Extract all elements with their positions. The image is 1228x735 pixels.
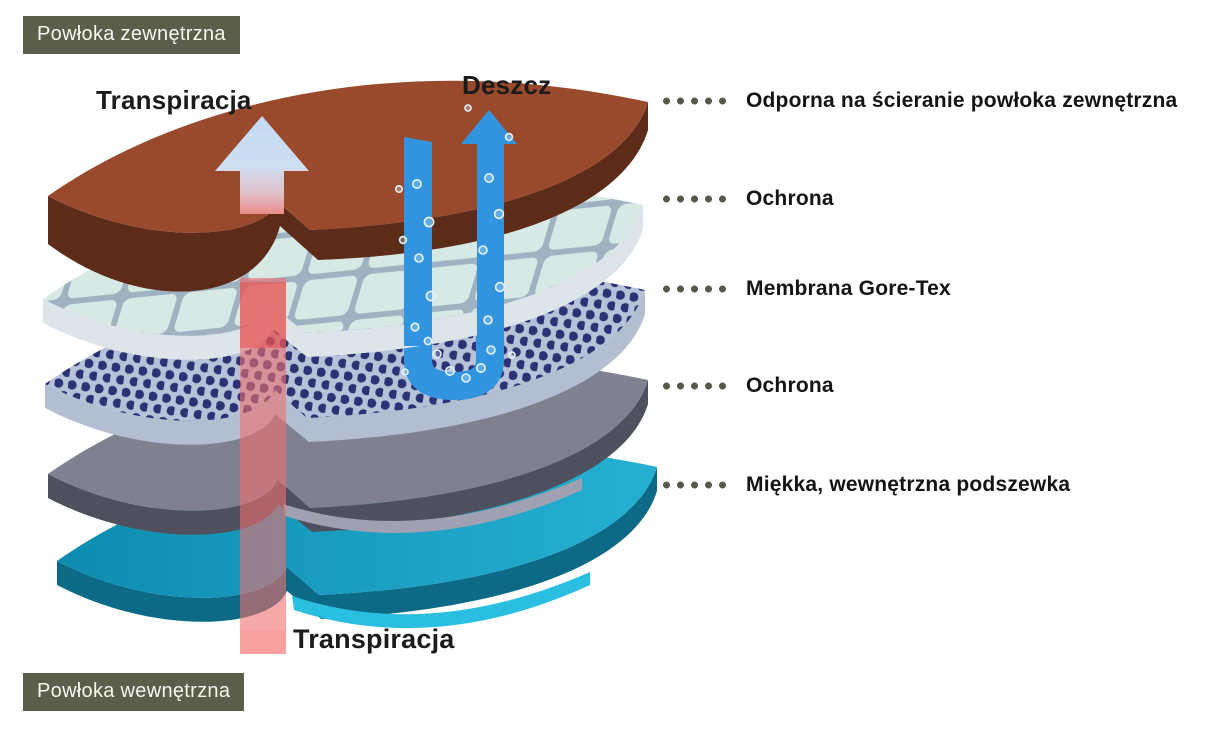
transpiration-arrow: [215, 116, 309, 214]
transpiration-bottom-label: Transpiracja: [293, 624, 455, 654]
rain-down-ribbon: [404, 137, 432, 346]
leader-dots-icon: [663, 97, 731, 105]
legend-item-protection-lower: Ochrona: [663, 371, 834, 401]
legend-item-membrane: Membrana Gore-Tex: [663, 274, 951, 304]
membrane-layer: [43, 183, 643, 360]
legend-label: Ochrona: [746, 374, 834, 397]
legend-item-lining: Miękka, wewnętrzna podszewka: [663, 470, 1070, 500]
legend-item-outer-shell: Odporna na ścieranie powłoka zewnętrzna: [663, 86, 1177, 116]
legend-label: Miękka, wewnętrzna podszewka: [746, 473, 1071, 496]
protective-gray-curl: [283, 478, 582, 533]
legend-item-protection-upper: Ochrona: [663, 184, 834, 214]
leader-dots-icon: [663, 195, 731, 203]
rain-label: Deszcz: [462, 70, 552, 100]
inner-shell-badge: Powłoka wewnętrzna: [23, 673, 245, 711]
legend-label: Ochrona: [746, 187, 834, 210]
rain-u-turn-ribbon: [404, 336, 504, 401]
leader-dots-icon: [663, 481, 731, 489]
protective-gray-layer: [48, 358, 648, 535]
protective-mesh-layer: [45, 268, 645, 445]
outer-shell-badge: Powłoka zewnętrzna: [23, 16, 240, 54]
legend-label: Membrana Gore-Tex: [746, 277, 951, 300]
inner-lining-layer: [57, 445, 657, 629]
leader-dots-icon: [663, 285, 731, 293]
transpiration-top-label: Transpiracja: [96, 85, 252, 115]
legend-label: Odporna na ścieranie powłoka zewnętrzna: [746, 89, 1178, 112]
leader-dots-icon: [663, 382, 731, 390]
rain-up-arrow: [461, 110, 517, 346]
inner-lining-curl: [292, 572, 590, 629]
vapor-bubbles: [394, 104, 516, 383]
transpiration-ribbon: [240, 278, 286, 654]
